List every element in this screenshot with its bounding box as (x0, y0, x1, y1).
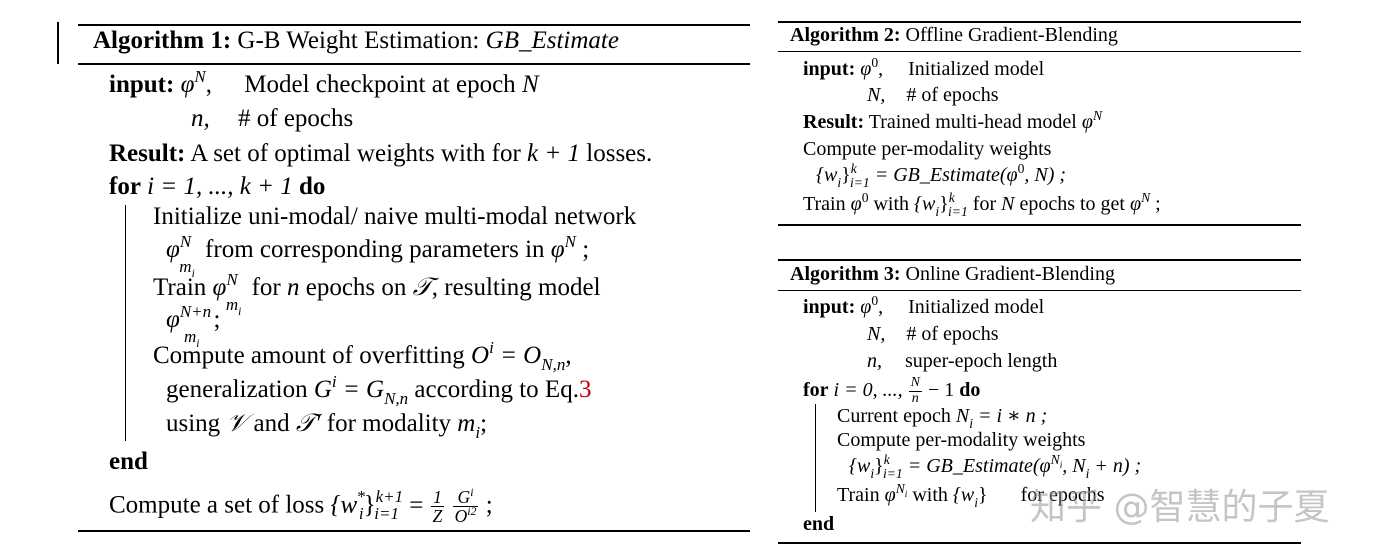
alg1-result: Result: A set of optimal weights with fo… (109, 140, 653, 167)
alg1-input-line-2: n, # of epochs (191, 105, 354, 132)
alg1-bottom-rule (78, 530, 750, 532)
alg1-for-line: for i = 1, ..., k + 1 do (109, 173, 326, 200)
alg1-title: Algorithm 1: G-B Weight Estimation: GB_E… (93, 27, 619, 54)
alg2-line-1: Compute per-modality weights (803, 138, 1052, 160)
alg1-body-line-5: Compute amount of overfitting Oi = ON,n, (153, 337, 572, 374)
alg3-line-1: Current epoch Ni = i ∗ n ; (837, 405, 1048, 431)
alg1-body-line-3: Train φNmi for n epochs on 𝒯, resulting … (153, 269, 601, 319)
zhihu-watermark: 知乎 @智慧的子夏 (1030, 487, 1330, 528)
alg2-top-rule (778, 21, 1301, 23)
alg2-bottom-rule (778, 224, 1301, 226)
alg1-input-line-1: input: φN, Model checkpoint at epoch N (109, 66, 539, 98)
alg2-input-1: input: φ0, Initialized model (803, 54, 1045, 80)
alg2-title: Algorithm 2: Offline Gradient-Blending (790, 24, 1118, 46)
alg3-input-2: N, # of epochs (867, 323, 999, 345)
alg1-body-line-7: using 𝒱 and 𝒯′ for modality mi; (166, 410, 488, 442)
text-cursor (57, 22, 59, 64)
alg2-line-2: {wi}ki=1 = GB_Estimate(φ0, N) ; (816, 160, 1067, 190)
alg3-title: Algorithm 3: Online Gradient-Blending (790, 263, 1115, 285)
alg3-input-1: input: φ0, Initialized model (803, 292, 1045, 318)
alg3-line-4: Train φNi with {wi} for epochs (837, 480, 1105, 510)
alg1-body-line-2: φNmi from corresponding parameters in φN… (166, 231, 590, 281)
alg3-line-3: {wi}ki=1 = GB_Estimate(φNi, Ni + n) ; (849, 451, 1142, 481)
alg1-body-line-1: Initialize uni-modal/ naive multi-modal … (153, 203, 637, 230)
alg2-title-rule (778, 51, 1301, 53)
alg1-body-line-4: φN+nmi; (166, 301, 221, 351)
alg3-top-rule (778, 259, 1301, 261)
alg3-input-3: n, super-epoch length (867, 350, 1058, 372)
alg3-bottom-rule (778, 542, 1301, 544)
eq-reference-link[interactable]: 3 (578, 376, 592, 403)
alg1-top-rule (78, 24, 750, 26)
alg2-result: Result: Trained multi-head model φN (803, 107, 1103, 133)
alg1-loop-bar (125, 205, 127, 441)
alg3-line-2: Compute per-modality weights (837, 429, 1086, 451)
alg1-body-line-6: generalization Gi = GN,n according to Eq… (166, 371, 592, 408)
alg2-input-2: N, # of epochs (867, 84, 999, 106)
alg3-loop-bar (815, 404, 817, 512)
alg3-end: end (803, 513, 835, 535)
alg3-title-rule (778, 290, 1301, 292)
alg1-end: end (109, 448, 148, 475)
alg1-title-rule (78, 63, 750, 65)
alg2-line-3: Train φ0 with {wi}ki=1 for N epochs to g… (803, 189, 1161, 219)
